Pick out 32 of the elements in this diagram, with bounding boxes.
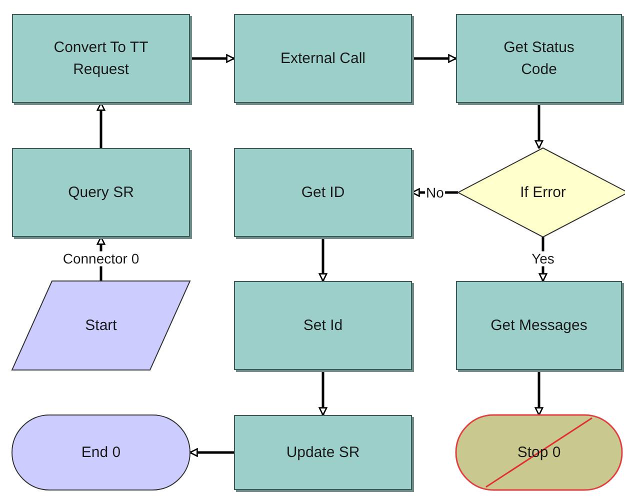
- node-label: Get ID: [301, 182, 345, 203]
- process-box: [234, 14, 412, 103]
- start-parallelogram: [12, 281, 190, 370]
- arrow: [189, 448, 234, 457]
- arrow: [318, 237, 328, 282]
- edge-label: Connector 0: [62, 251, 140, 267]
- node-label: Set Id: [303, 316, 343, 336]
- edge-label: Yes: [530, 251, 556, 267]
- arrow: [318, 370, 328, 416]
- arrow: [534, 370, 544, 416]
- arrow: [412, 54, 457, 63]
- node-label: If Error: [520, 182, 566, 203]
- arrow: [96, 102, 106, 148]
- arrow: [190, 54, 235, 63]
- process-box: [12, 14, 190, 103]
- process-box: [456, 281, 622, 370]
- node-label: External Call: [280, 48, 366, 69]
- process-box: [234, 148, 412, 237]
- node-label: Get Status Code: [502, 38, 576, 80]
- node-label: Query SR: [68, 182, 134, 203]
- node-label: Convert To TT Request: [52, 38, 150, 80]
- node-label: Update SR: [286, 442, 360, 463]
- process-box: [234, 281, 412, 370]
- node-label: Get Messages: [490, 316, 588, 336]
- process-box: [456, 14, 622, 103]
- process-box: [12, 148, 190, 237]
- arrow: [534, 103, 544, 149]
- edge-label: No: [425, 184, 445, 200]
- process-box: [234, 415, 412, 490]
- decision-diamond: [458, 148, 625, 237]
- node-label: End 0: [81, 442, 121, 463]
- node-label: Start: [85, 316, 117, 336]
